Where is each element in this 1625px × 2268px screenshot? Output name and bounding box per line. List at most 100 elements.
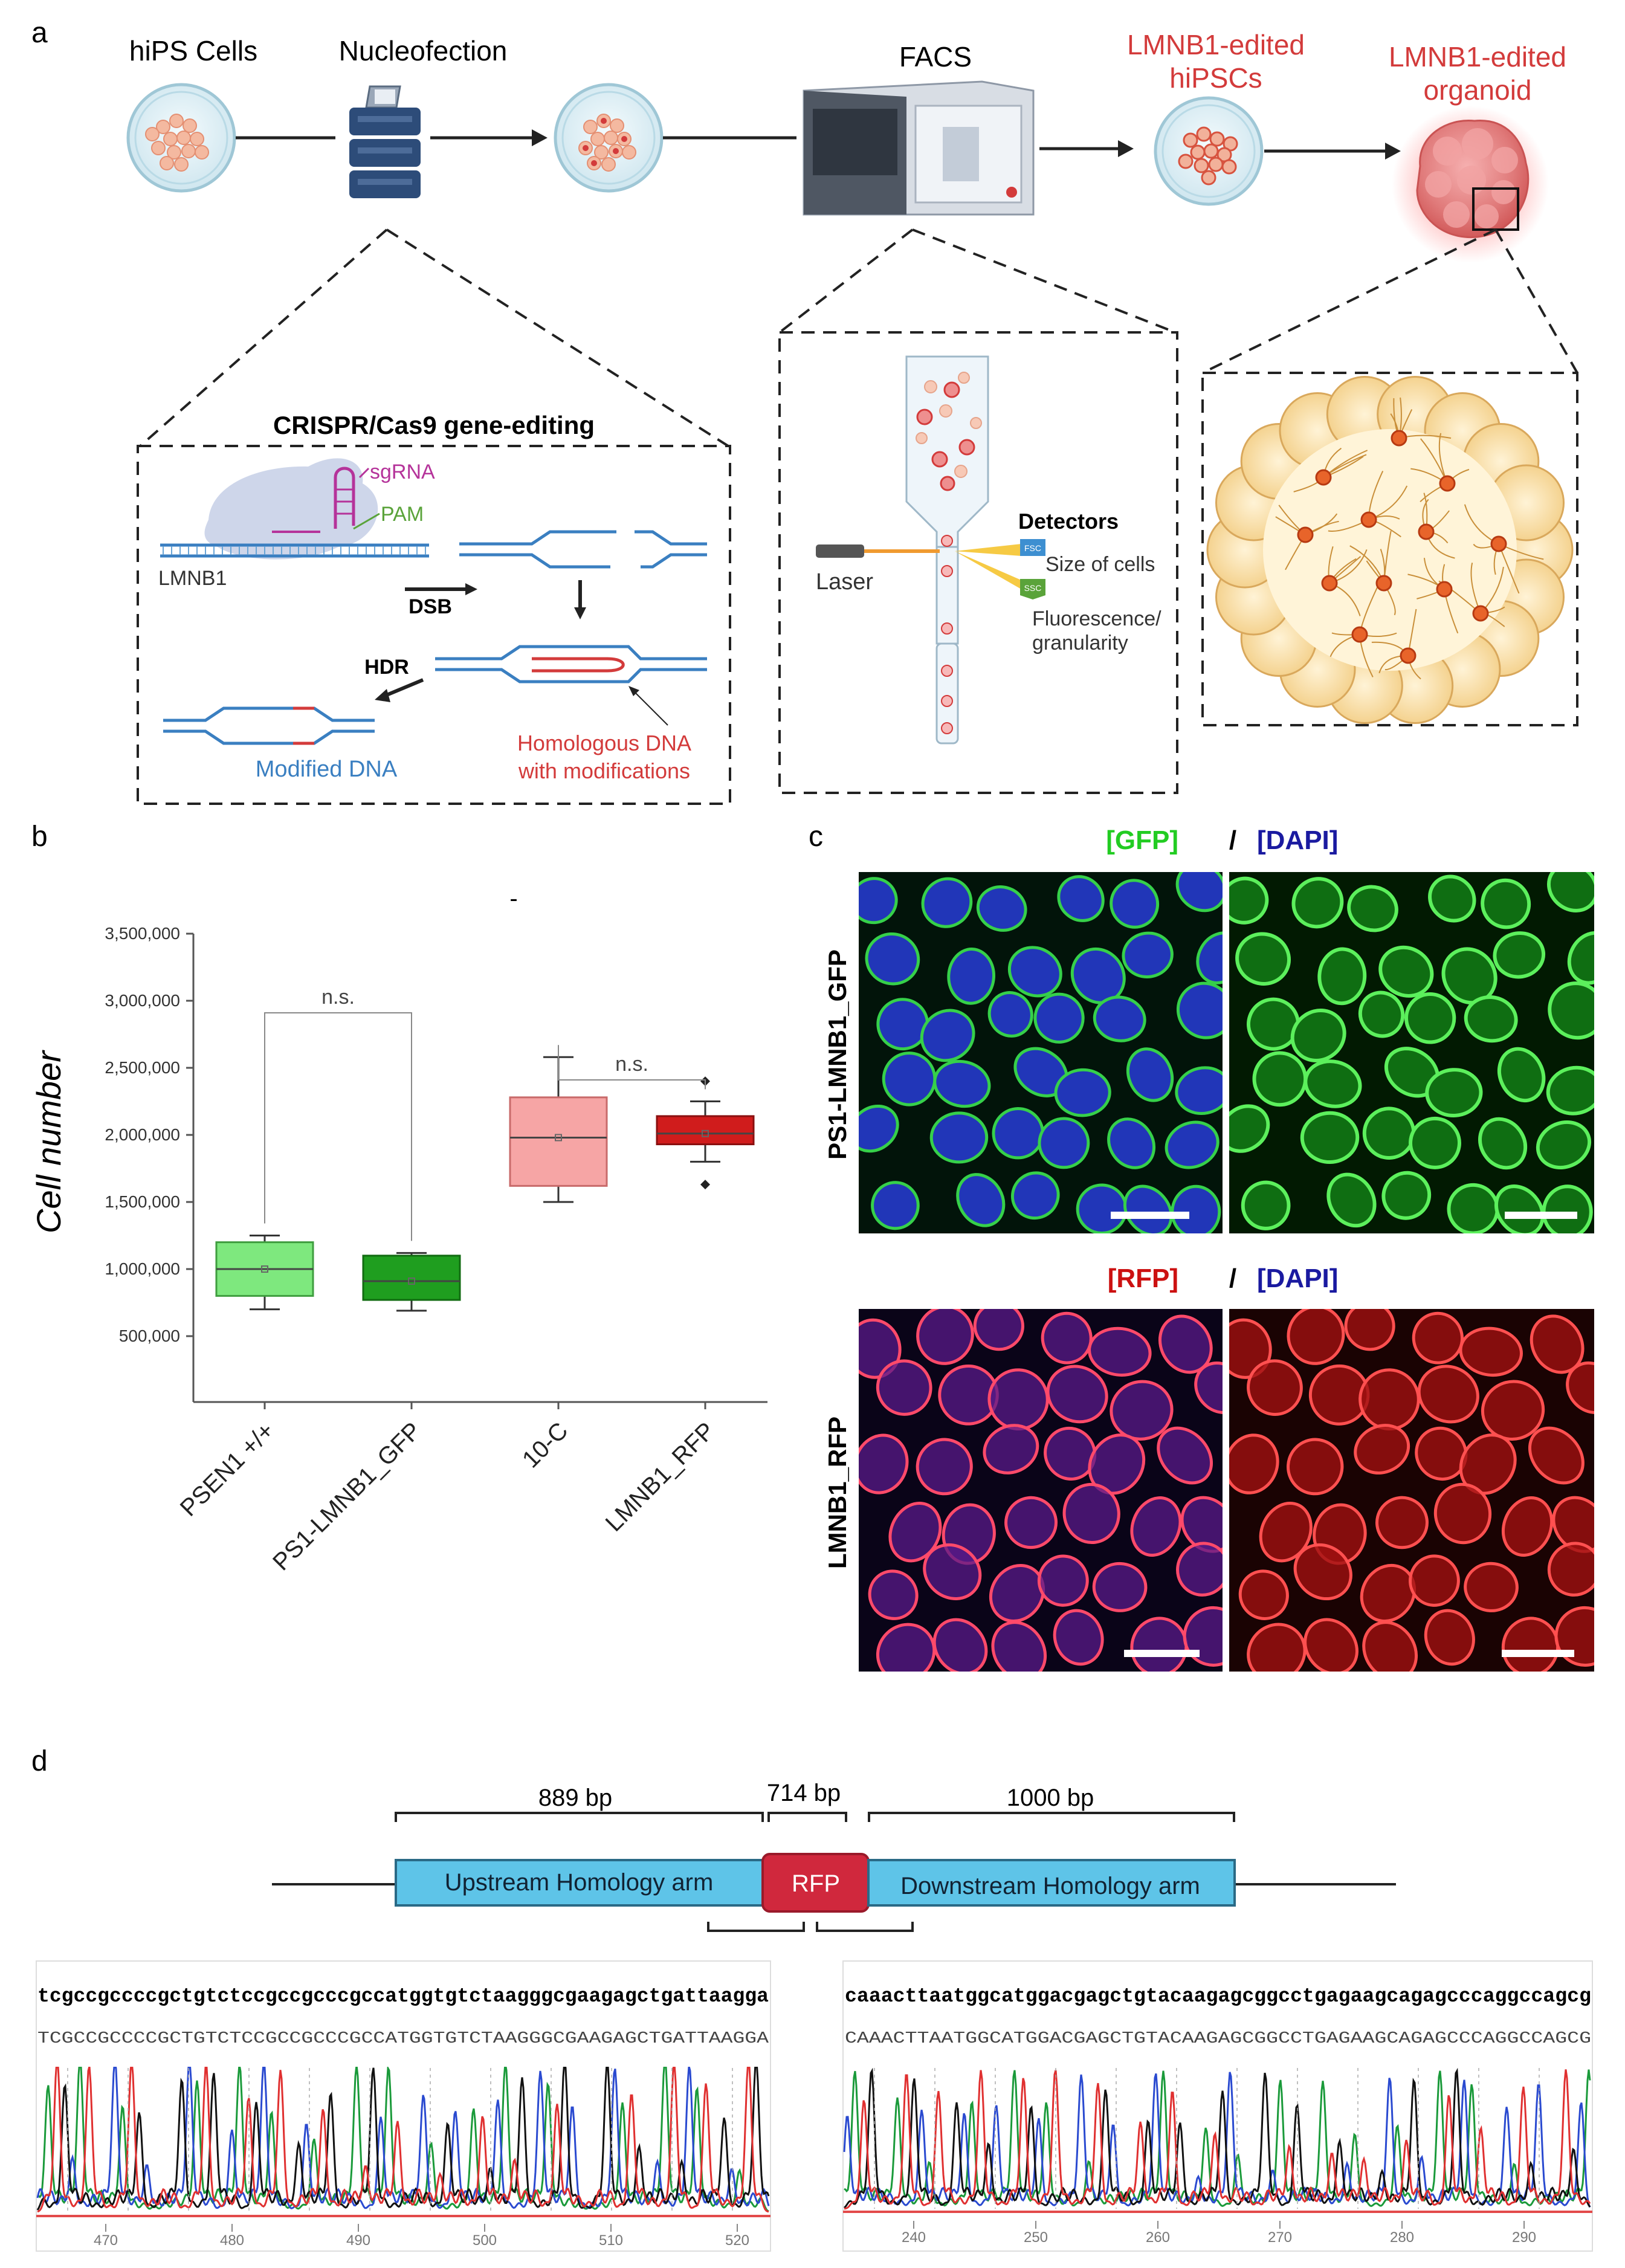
facs-detail-box: FSC SSC Laser Detectors Size of cells Fl… [778, 331, 1178, 794]
y-tick-label: 500,000 [119, 1326, 180, 1345]
nucleus [1171, 1184, 1221, 1233]
nucleus [973, 1309, 1024, 1351]
nucleus [1567, 931, 1594, 985]
trace-tick-label: 250 [1024, 2229, 1048, 2246]
organoid-nucleus [1351, 626, 1368, 643]
fsc-badge: FSC [1024, 543, 1041, 553]
ssc-badge: SSC [1024, 583, 1042, 593]
step-edited-label-1: LMNB1-edited [1127, 29, 1305, 60]
nucleus [1548, 981, 1594, 1040]
nucleus [1464, 1562, 1519, 1612]
nucleus [1175, 1066, 1223, 1116]
arrow-head-icon [532, 129, 548, 146]
nucleus [932, 1618, 988, 1672]
nucleofector-device-icon [349, 85, 421, 198]
mean-marker [702, 1129, 709, 1137]
nucleus [1180, 1496, 1223, 1553]
nucleus [1247, 1623, 1307, 1672]
sequence-lower: tcgccgccccgctgtctccgccgcccgccatggtgtctaa… [37, 1985, 769, 2008]
significance-bracket [264, 1012, 412, 1241]
nucleus [1412, 1311, 1464, 1365]
homologous-label-1: Homologous DNA [517, 731, 691, 755]
pam-label: PAM [381, 503, 424, 526]
nucleus [1528, 1426, 1585, 1485]
nucleus [1317, 947, 1367, 1006]
nucleus [933, 1059, 991, 1108]
nucleus [1375, 1496, 1429, 1549]
dapi-header-2: [DAPI] [1257, 1264, 1338, 1293]
organoid-nucleus [1400, 647, 1417, 664]
organoid-nucleus [1436, 581, 1453, 598]
nucleus [868, 1569, 919, 1620]
downstream-bp-label: 1000 bp [1007, 1785, 1094, 1811]
petri-dish-icon [126, 83, 236, 193]
nucleus [882, 1052, 937, 1107]
dapi-header: [DAPI] [1257, 825, 1338, 855]
nucleus [1165, 1120, 1220, 1169]
modified-dna-label: Modified DNA [256, 757, 398, 782]
nucleus [1247, 997, 1300, 1051]
step-organoid-label-2: organoid [1423, 74, 1531, 106]
nucleus [916, 1438, 973, 1496]
mean-marker [261, 1265, 268, 1273]
nucleus [1552, 1496, 1594, 1553]
nucleus [1044, 1426, 1097, 1481]
sgrna-label: sgRNA [370, 460, 435, 483]
rfp-label: RFP [792, 1870, 840, 1897]
trace-tick-label: 290 [1512, 2229, 1536, 2246]
scale-bar [1502, 1650, 1574, 1657]
donor-construct-diagram: 889 bp 714 bp 1000 bp Upstream Homology … [272, 1780, 1396, 1932]
nucleus [1033, 992, 1085, 1044]
nucleus [1229, 876, 1269, 925]
mean-marker [555, 1134, 562, 1142]
box [509, 1096, 608, 1187]
organoid-nucleus [1297, 526, 1314, 543]
nucleus [1176, 1542, 1223, 1597]
nucleus [1546, 1065, 1594, 1116]
slash-header: / [1229, 825, 1236, 855]
nucleus [1362, 1107, 1416, 1160]
nucleus [1546, 872, 1594, 913]
trace-tick-label: 270 [1268, 2229, 1292, 2246]
nucleus [1004, 1496, 1058, 1549]
nucleus [1110, 879, 1160, 929]
fluorescence-label-2: granularity [1032, 632, 1128, 654]
nucleus [1194, 1361, 1223, 1414]
nucleus [1092, 1562, 1148, 1612]
chromatogram-right: caaacttaatggcatggacgagctgtacaagagcggcctg… [842, 1960, 1593, 2252]
x-tick-label: PS1-LMNB1_GFP [268, 1417, 426, 1575]
nucleus [1415, 1426, 1468, 1481]
nucleus [1447, 1183, 1499, 1233]
trace-red [37, 2067, 769, 2213]
nucleus [1378, 945, 1434, 998]
upstream-arm [395, 1859, 764, 1907]
nucleus [1122, 931, 1174, 979]
nucleus [987, 991, 1033, 1038]
nucleus [947, 948, 996, 1005]
organoid-nucleus [1321, 575, 1338, 592]
mean-marker [408, 1277, 415, 1285]
nucleus [989, 1563, 1045, 1623]
x-tick-label: LMNB1_RFP [601, 1417, 720, 1537]
nucleus [1404, 992, 1456, 1044]
y-tick-label: 2,000,000 [105, 1125, 180, 1144]
nucleus [1053, 1609, 1104, 1666]
nucleus [956, 1173, 1006, 1227]
panel-c-letter: c [809, 821, 823, 853]
facs-machine-icon [803, 80, 1035, 216]
nucleus [976, 885, 1027, 932]
broken-dna [459, 530, 707, 569]
step-hips-label: hiPS Cells [129, 35, 257, 66]
panel-d-letter: d [31, 1745, 48, 1777]
nucleus [1229, 1104, 1270, 1153]
organoid-detail-box [1201, 372, 1578, 726]
nucleus [1425, 1068, 1483, 1118]
organoid-nucleus [1472, 605, 1489, 622]
slash-header-2: / [1229, 1264, 1236, 1293]
scale-bar [1111, 1212, 1189, 1219]
nucleus [1347, 885, 1398, 932]
organoid-nucleus [1360, 511, 1377, 528]
dna-strand [160, 543, 429, 558]
nucleus [1304, 1618, 1358, 1672]
nucleus [1007, 946, 1062, 998]
